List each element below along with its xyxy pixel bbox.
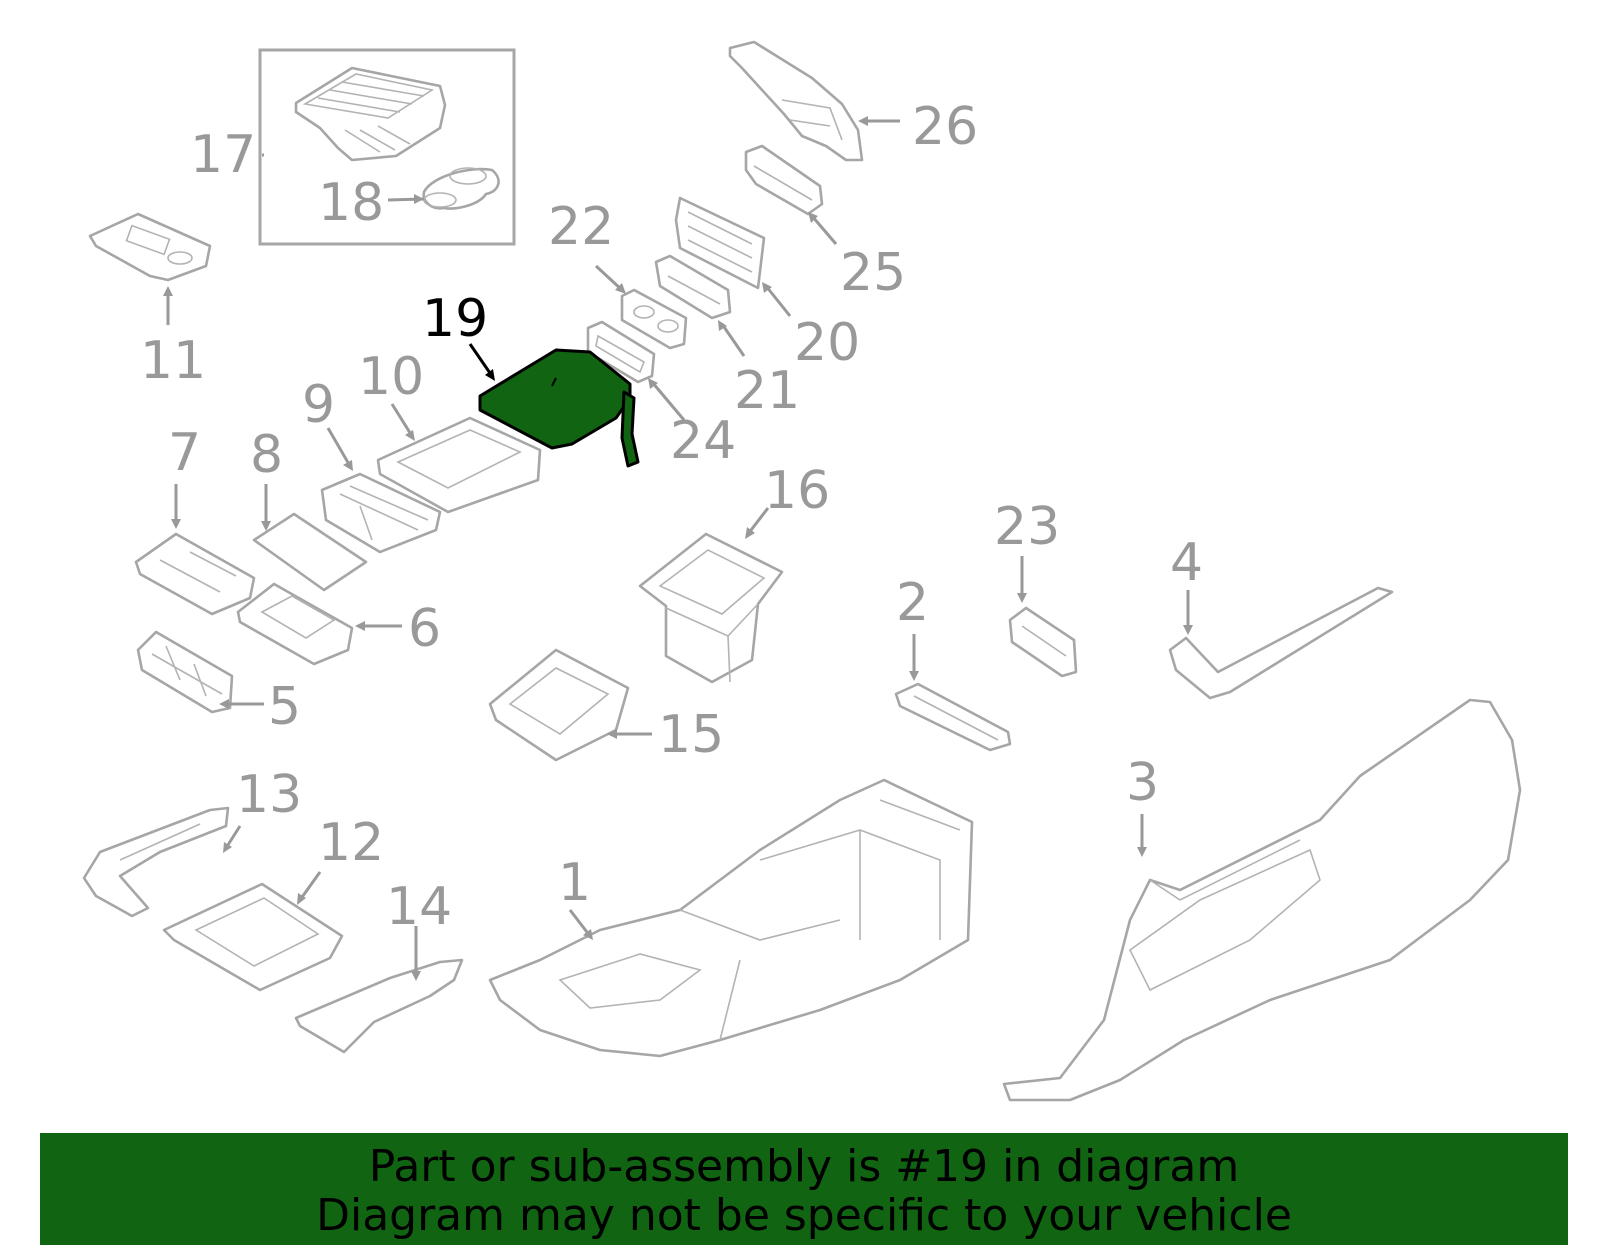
callout-15: 15	[658, 705, 724, 765]
leader-lines	[163, 116, 1193, 981]
callout-20: 20	[794, 313, 860, 373]
part-13-shape	[82, 806, 230, 918]
callout-7: 7	[168, 423, 201, 483]
part-5-shape	[136, 630, 234, 714]
inset-box-17-18	[258, 48, 516, 246]
callout-10: 10	[358, 347, 424, 407]
part-10-shape	[376, 416, 542, 514]
callout-16: 16	[764, 461, 830, 521]
callout-12: 12	[318, 813, 384, 873]
part-18-shape	[422, 167, 500, 210]
callout-8: 8	[250, 425, 283, 485]
callout-11: 11	[140, 331, 206, 391]
part-20-shape	[674, 196, 766, 290]
part-21-shape	[654, 254, 732, 320]
callout-2: 2	[896, 573, 929, 633]
banner-line-part-number: Part or sub-assembly is #19 in diagram	[368, 1141, 1240, 1192]
callout-21: 21	[734, 361, 800, 421]
callout-26: 26	[912, 97, 978, 157]
callout-4: 4	[1170, 533, 1203, 593]
callout-labels: 1 2 3 4 5 6 7 8 9 10 11 12 13 14 15 16 1…	[140, 97, 1203, 937]
part-8-shape	[252, 512, 368, 592]
part-2-shape	[894, 682, 1012, 752]
callout-14: 14	[386, 877, 452, 937]
callout-17: 17	[190, 125, 256, 185]
callout-5: 5	[268, 677, 301, 737]
part-19-shape	[478, 348, 640, 468]
banner-line-disclaimer: Diagram may not be specific to your vehi…	[316, 1190, 1292, 1241]
part-7-shape	[134, 532, 256, 616]
callout-19: 19	[422, 289, 488, 349]
part-26-shape	[728, 40, 864, 162]
callout-23: 23	[994, 497, 1060, 557]
callout-13: 13	[236, 765, 302, 825]
part-3-shape	[1002, 698, 1522, 1102]
part-1-shape	[488, 778, 974, 1058]
callout-6: 6	[408, 599, 441, 659]
part-12-shape	[162, 882, 344, 992]
callout-24: 24	[670, 411, 736, 471]
part-16-shape	[638, 532, 784, 684]
callout-22: 22	[548, 197, 614, 257]
callout-18: 18	[318, 173, 384, 233]
part-6-shape	[236, 582, 354, 666]
part-11-shape	[88, 212, 212, 282]
part-15-shape	[488, 648, 630, 762]
part-25-shape	[744, 144, 824, 216]
part-9-shape	[320, 472, 442, 554]
callout-1: 1	[558, 853, 591, 913]
part-23-shape	[1008, 606, 1078, 678]
part-22-shape	[620, 288, 688, 350]
callout-25: 25	[840, 243, 906, 303]
part-4-shape	[1168, 586, 1394, 700]
callout-9: 9	[302, 375, 335, 435]
callout-3: 3	[1126, 753, 1159, 813]
part-17-shape	[294, 66, 447, 162]
info-banner: Part or sub-assembly is #19 in diagram D…	[40, 1133, 1568, 1245]
part-14-shape	[294, 958, 464, 1054]
